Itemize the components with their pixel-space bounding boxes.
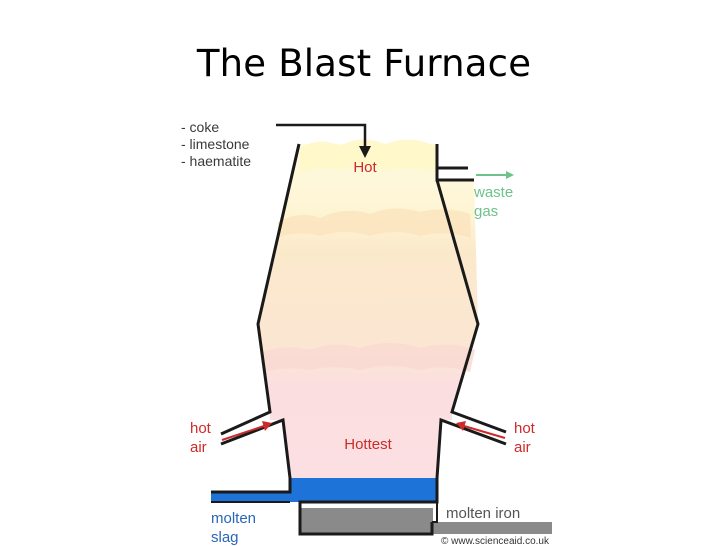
hottest-zone-label: Hottest [344, 436, 392, 453]
hot-air-left-arrow-line [221, 425, 265, 441]
slag-tap [211, 492, 291, 502]
hot-air-right-label-line2: air [514, 439, 531, 456]
furnace-right-wall-lower [435, 179, 507, 434]
hot-air-left-label-line1: hot [190, 420, 212, 437]
molten-iron-layer [300, 508, 433, 534]
feed-line [276, 123, 367, 152]
molten-iron-label: molten iron [446, 505, 520, 522]
molten-slag-label-line2: slag [211, 529, 239, 546]
hot-zone-label: Hot [353, 159, 377, 176]
waste-gas-label-line2: gas [474, 203, 498, 220]
hot-air-left-arrow-head [262, 421, 272, 431]
hot-air-left-label-line2: air [190, 439, 207, 456]
molten-slag-layer [290, 478, 437, 502]
credit-text: © www.scienceaid.co.uk [441, 536, 550, 546]
slide-title: The Blast Furnace [196, 42, 532, 85]
hot-air-right-label-line1: hot [514, 420, 536, 437]
molten-slag-label-line1: molten [211, 510, 256, 527]
waste-gas-arrow-head [506, 171, 514, 179]
input-coke-label: - coke [181, 119, 219, 135]
furnace-left-wall [220, 143, 301, 436]
top-charge-cloud [300, 139, 436, 172]
hot-air-right-arrow-line [463, 425, 506, 439]
furnace-left-lower-wall [211, 417, 292, 494]
iron-tap [432, 522, 552, 534]
input-limestone-label: - limestone [181, 136, 250, 152]
furnace-interior [258, 144, 478, 478]
furnace-right-wall [435, 144, 474, 182]
waste-gas-label-line1: waste [473, 184, 513, 201]
iron-tap-wall [432, 502, 438, 523]
furnace-right-bottom-wall [298, 417, 507, 536]
hottest-zone-boundary [262, 343, 475, 372]
feed-arrow-head [359, 146, 371, 158]
input-haematite-label: - haematite [181, 153, 251, 169]
hot-air-right-arrow-head [456, 421, 466, 431]
hot-zone-boundary [277, 208, 471, 238]
